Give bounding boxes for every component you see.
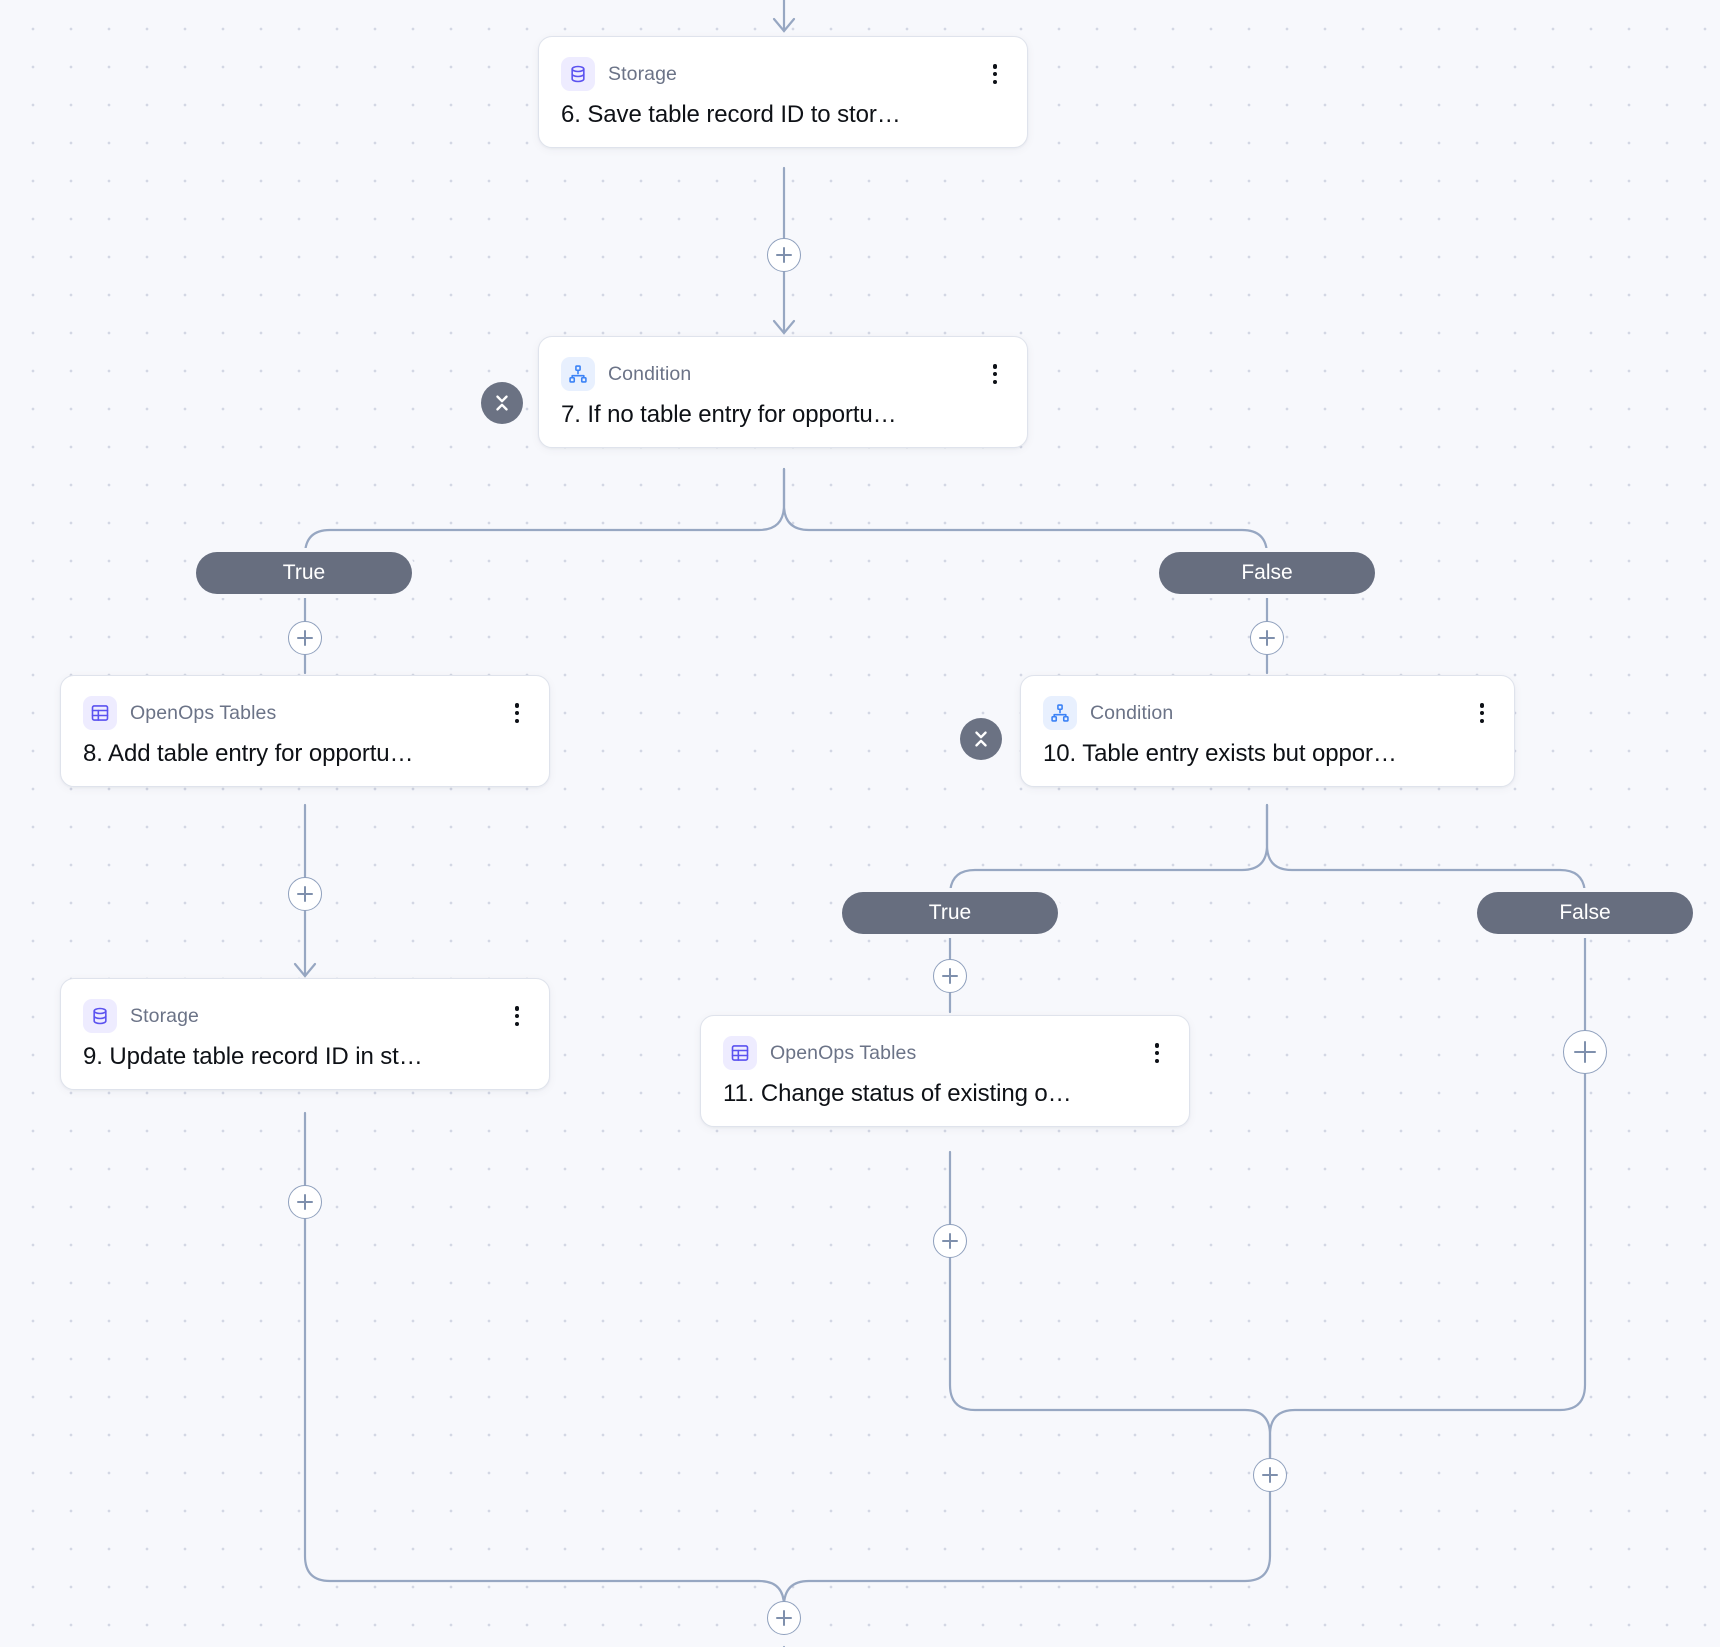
node-type-label: Storage xyxy=(608,62,677,85)
node-title: 8. Add table entry for opportu… xyxy=(83,740,414,767)
add-step-button-after-11[interactable] xyxy=(933,1224,967,1258)
node-card-step-11[interactable]: OpenOps Tables 11. Change status of exis… xyxy=(700,1015,1190,1127)
sitemap-icon xyxy=(561,357,595,391)
node-header: OpenOps Tables xyxy=(83,696,527,730)
branch-label-step7-true[interactable]: True xyxy=(196,552,412,594)
more-vertical-icon[interactable] xyxy=(985,62,1005,86)
node-title: 9. Update table record ID in st… xyxy=(83,1043,423,1070)
node-title: 7. If no table entry for opportu… xyxy=(561,401,897,428)
collapse-toggle-step-10[interactable] xyxy=(960,718,1002,760)
add-step-button-after-9[interactable] xyxy=(288,1185,322,1219)
node-card-step-10[interactable]: Condition 10. Table entry exists but opp… xyxy=(1020,675,1515,787)
node-card-step-8[interactable]: OpenOps Tables 8. Add table entry for op… xyxy=(60,675,550,787)
database-icon xyxy=(83,999,117,1033)
more-vertical-icon[interactable] xyxy=(507,701,527,725)
node-type-label: Condition xyxy=(1090,701,1174,724)
node-type-label: OpenOps Tables xyxy=(130,701,277,724)
add-step-button-false-branch-7[interactable] xyxy=(1250,621,1284,655)
node-title: 6. Save table record ID to stor… xyxy=(561,101,901,128)
add-step-button-true-branch-7[interactable] xyxy=(288,621,322,655)
more-vertical-icon[interactable] xyxy=(1147,1041,1167,1065)
more-vertical-icon[interactable] xyxy=(985,362,1005,386)
table-grid-icon xyxy=(83,696,117,730)
table-grid-icon xyxy=(723,1036,757,1070)
node-card-step-9[interactable]: Storage 9. Update table record ID in st… xyxy=(60,978,550,1090)
more-vertical-icon[interactable] xyxy=(1472,701,1492,725)
node-header: Condition xyxy=(1043,696,1492,730)
node-type-label: Condition xyxy=(608,362,692,385)
branch-label-step10-true[interactable]: True xyxy=(842,892,1058,934)
add-step-button-merge-outer[interactable] xyxy=(767,1601,801,1635)
node-type-label: OpenOps Tables xyxy=(770,1041,917,1064)
node-header: Condition xyxy=(561,357,1005,391)
node-card-step-7[interactable]: Condition 7. If no table entry for oppor… xyxy=(538,336,1028,448)
add-step-button-after-6[interactable] xyxy=(767,238,801,272)
add-step-button-false-branch-10[interactable] xyxy=(1563,1030,1607,1074)
branch-label-step10-false[interactable]: False xyxy=(1477,892,1693,934)
more-vertical-icon[interactable] xyxy=(507,1004,527,1028)
add-step-button-merge-inner[interactable] xyxy=(1253,1458,1287,1492)
node-header: OpenOps Tables xyxy=(723,1036,1167,1070)
node-title: 11. Change status of existing o… xyxy=(723,1080,1072,1107)
database-icon xyxy=(561,57,595,91)
sitemap-icon xyxy=(1043,696,1077,730)
collapse-toggle-step-7[interactable] xyxy=(481,382,523,424)
add-step-button-true-branch-10[interactable] xyxy=(933,959,967,993)
node-header: Storage xyxy=(83,999,527,1033)
node-card-step-6[interactable]: Storage 6. Save table record ID to stor… xyxy=(538,36,1028,148)
node-title: 10. Table entry exists but oppor… xyxy=(1043,740,1397,767)
node-header: Storage xyxy=(561,57,1005,91)
add-step-button-after-8[interactable] xyxy=(288,877,322,911)
branch-label-step7-false[interactable]: False xyxy=(1159,552,1375,594)
node-type-label: Storage xyxy=(130,1004,199,1027)
